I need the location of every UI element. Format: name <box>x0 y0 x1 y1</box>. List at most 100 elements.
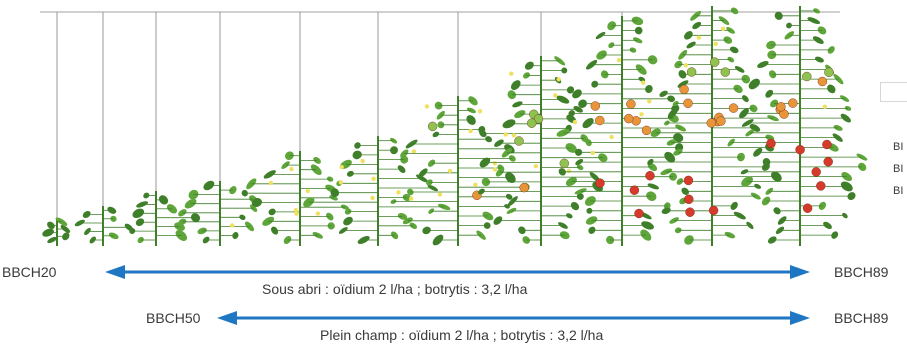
flower <box>609 135 613 139</box>
tomato-plant <box>74 12 135 246</box>
flower <box>641 81 645 85</box>
tomato-plant <box>301 12 451 246</box>
flower <box>412 149 416 153</box>
flower <box>425 104 429 108</box>
flower <box>473 183 477 187</box>
flower <box>823 105 827 109</box>
arrow-head-left <box>105 265 125 279</box>
plein-champ-caption: Plein champ : oïdium 2 l/ha ; botrytis :… <box>320 327 603 343</box>
cropped-legend-text: BI <box>893 185 903 197</box>
flower <box>534 164 538 168</box>
plants-layer <box>41 6 868 247</box>
tomato-fruit <box>596 179 605 188</box>
cropped-legend-text: BI <box>893 141 903 153</box>
arrow-head-right <box>790 311 810 325</box>
tomato-fruit <box>626 100 635 109</box>
tomato-fruit <box>630 186 639 195</box>
arrow-head-left <box>217 311 237 325</box>
flower <box>294 208 298 212</box>
flower <box>396 190 400 194</box>
flower <box>269 181 273 185</box>
tomato-fruit <box>624 114 633 123</box>
tomato-fruit <box>680 85 689 94</box>
flower <box>512 133 516 137</box>
tomato-fruit <box>635 209 644 218</box>
flower <box>448 169 452 173</box>
tomato-fruit <box>716 117 725 126</box>
flower <box>509 72 513 76</box>
flower <box>504 132 508 136</box>
cropped-legend-text: BI <box>893 163 903 175</box>
tomato-fruit <box>560 159 569 168</box>
flower <box>468 129 472 133</box>
bbch-start-label-row1: BBCH20 <box>2 264 56 280</box>
tomato-fruit <box>824 157 833 166</box>
tomato-fruit <box>816 181 825 190</box>
tomato-fruit <box>707 119 716 128</box>
tomato-plant <box>177 12 259 246</box>
bbch-end-label-row1: BBCH89 <box>834 264 888 280</box>
bbch-end-label-row2: BBCH89 <box>834 310 888 326</box>
tomato-fruit <box>803 204 812 213</box>
flower <box>478 109 482 113</box>
flower <box>339 180 343 184</box>
tomato-fruit <box>527 119 536 128</box>
flower <box>697 35 701 39</box>
flower <box>371 177 375 181</box>
tomato-plant <box>726 6 868 246</box>
flower <box>370 196 374 200</box>
tomato-plant <box>128 12 202 246</box>
sous-abri-arrow <box>105 265 810 279</box>
flower <box>573 120 577 124</box>
tomato-fruit <box>721 68 730 77</box>
flower <box>409 197 413 201</box>
flower <box>714 42 718 46</box>
tomato-fruit <box>686 208 695 217</box>
flower <box>567 169 571 173</box>
tomato-fruit <box>520 183 529 192</box>
tomato-fruit <box>776 102 785 111</box>
flower <box>684 63 688 67</box>
tomato-fruit <box>687 68 696 77</box>
flower <box>289 167 293 171</box>
tomato-fruit <box>646 171 655 180</box>
cropped-legend-box <box>880 82 907 102</box>
tomato-fruit <box>684 195 693 204</box>
tomato-fruit <box>591 102 600 111</box>
tomato-plant <box>646 6 784 247</box>
tomato-fruit <box>822 140 831 149</box>
flower <box>493 167 497 171</box>
tomato-fruit <box>595 116 604 125</box>
tomato-fruit <box>802 72 811 81</box>
tomato-fruit <box>684 176 693 185</box>
flower <box>361 159 365 163</box>
flower <box>340 165 344 169</box>
plein-champ-arrow <box>217 311 810 325</box>
arrow-head-right <box>790 265 810 279</box>
flower <box>639 112 643 116</box>
flower <box>493 161 497 165</box>
tomato-fruit <box>729 104 738 113</box>
flower <box>230 223 234 227</box>
tomato-fruit <box>684 99 693 108</box>
tomato-fruit <box>796 145 805 154</box>
tomato-fruit <box>709 206 718 215</box>
flower <box>617 58 621 62</box>
flower <box>721 27 725 31</box>
flower <box>647 99 651 103</box>
tomato-fruit <box>515 137 524 146</box>
tomato-fruit <box>824 68 833 77</box>
flower <box>557 77 561 81</box>
tomato-fruit <box>767 139 776 148</box>
flower <box>438 192 442 196</box>
flower <box>591 151 595 155</box>
tomato-fruit <box>710 58 719 67</box>
tomato-fruit <box>428 122 437 131</box>
flower <box>316 211 320 215</box>
tomato-fruit <box>818 77 827 86</box>
bbch-start-label-row2: BBCH50 <box>146 310 200 326</box>
flower <box>306 189 310 193</box>
flower <box>553 93 557 97</box>
sous-abri-caption: Sous abri : oïdium 2 l/ha ; botrytis : 3… <box>262 281 527 297</box>
tomato-fruit <box>812 167 821 176</box>
